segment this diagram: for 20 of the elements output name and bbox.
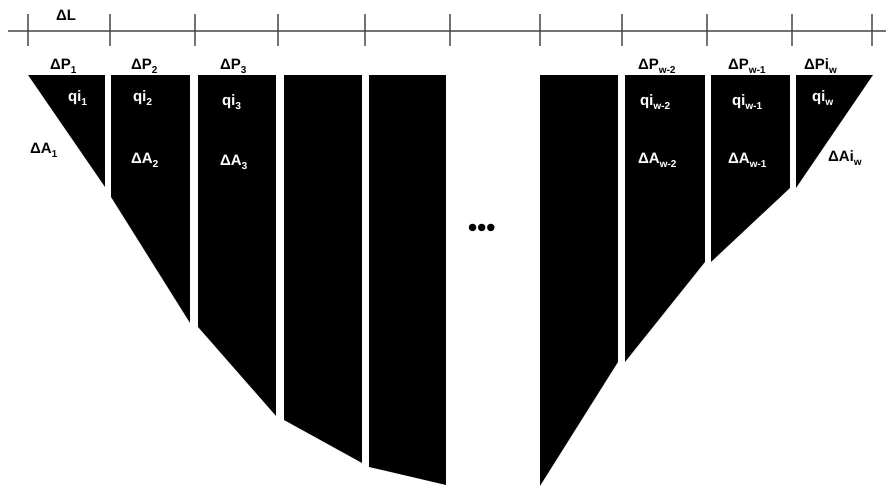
flow-label: qi$_{w}$: [812, 88, 834, 110]
area-label: ΔA$_{w-2}$: [638, 150, 676, 172]
flow-label: qi$_{2}$: [133, 88, 152, 110]
segment-heading: ΔP$_{3}$: [220, 56, 246, 78]
flow-label: qi$_{3}$: [222, 92, 241, 114]
area-label: ΔA$_{3}$: [220, 152, 248, 174]
flow-label: qi$_{w-2}$: [640, 92, 670, 114]
segment-heading: ΔP$_{w-1}$: [728, 56, 766, 78]
segment-heading: ΔP$_{1}$: [50, 56, 76, 78]
area-label: ΔA$_{w-1}$: [728, 150, 766, 172]
dimension-label: ΔL: [56, 6, 76, 25]
flow-label: qi$_{1}$: [68, 88, 87, 110]
segment-heading: ΔP$_{2}$: [131, 56, 158, 78]
area-label: ΔAi$_{w}$: [828, 148, 862, 170]
area-label: ΔA$_{1}$: [30, 140, 58, 162]
ellipsis-mark: •••: [468, 212, 496, 242]
segment-heading: ΔPi$_{w}$: [804, 56, 837, 78]
area-label: ΔA$_{2}$: [131, 150, 158, 172]
segment-heading: ΔP$_{w-2}$: [638, 56, 676, 78]
flow-label: qi$_{w-1}$: [732, 92, 762, 114]
